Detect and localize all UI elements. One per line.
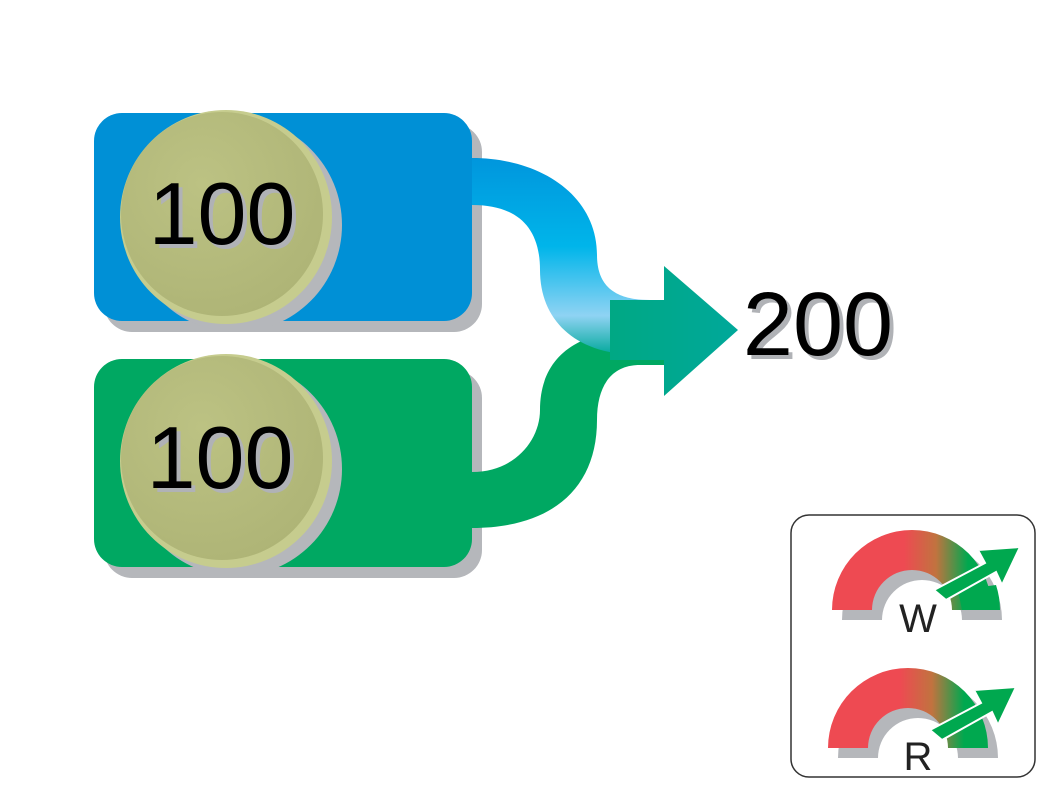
gauge-write-label: W <box>899 597 937 641</box>
coin-face <box>121 112 323 316</box>
gauge-lower-green <box>958 585 1000 610</box>
result-value-shadow: 200 <box>747 279 897 379</box>
coin-bottom-value: 100 <box>147 408 294 507</box>
result-value: 200 <box>743 275 893 375</box>
flow-band-bottom <box>472 330 680 528</box>
gauge-read: R <box>828 668 1018 779</box>
coin-face <box>121 356 323 560</box>
coin-bottom-value-shadow: 100 <box>151 412 298 511</box>
gauge-write: W <box>832 530 1022 641</box>
gauge-read-label: R <box>904 735 933 779</box>
coin-top: 100 100 <box>120 110 342 332</box>
coin-top-value: 100 <box>149 164 296 263</box>
coin-bottom: 100 100 <box>120 354 342 576</box>
trend-up-arrow-icon <box>932 545 1022 602</box>
merge-arrow-icon <box>610 266 738 396</box>
trend-up-arrow-icon <box>928 685 1018 742</box>
legend-panel: W R <box>790 514 1036 779</box>
coin-top-value-shadow: 100 <box>153 168 300 267</box>
